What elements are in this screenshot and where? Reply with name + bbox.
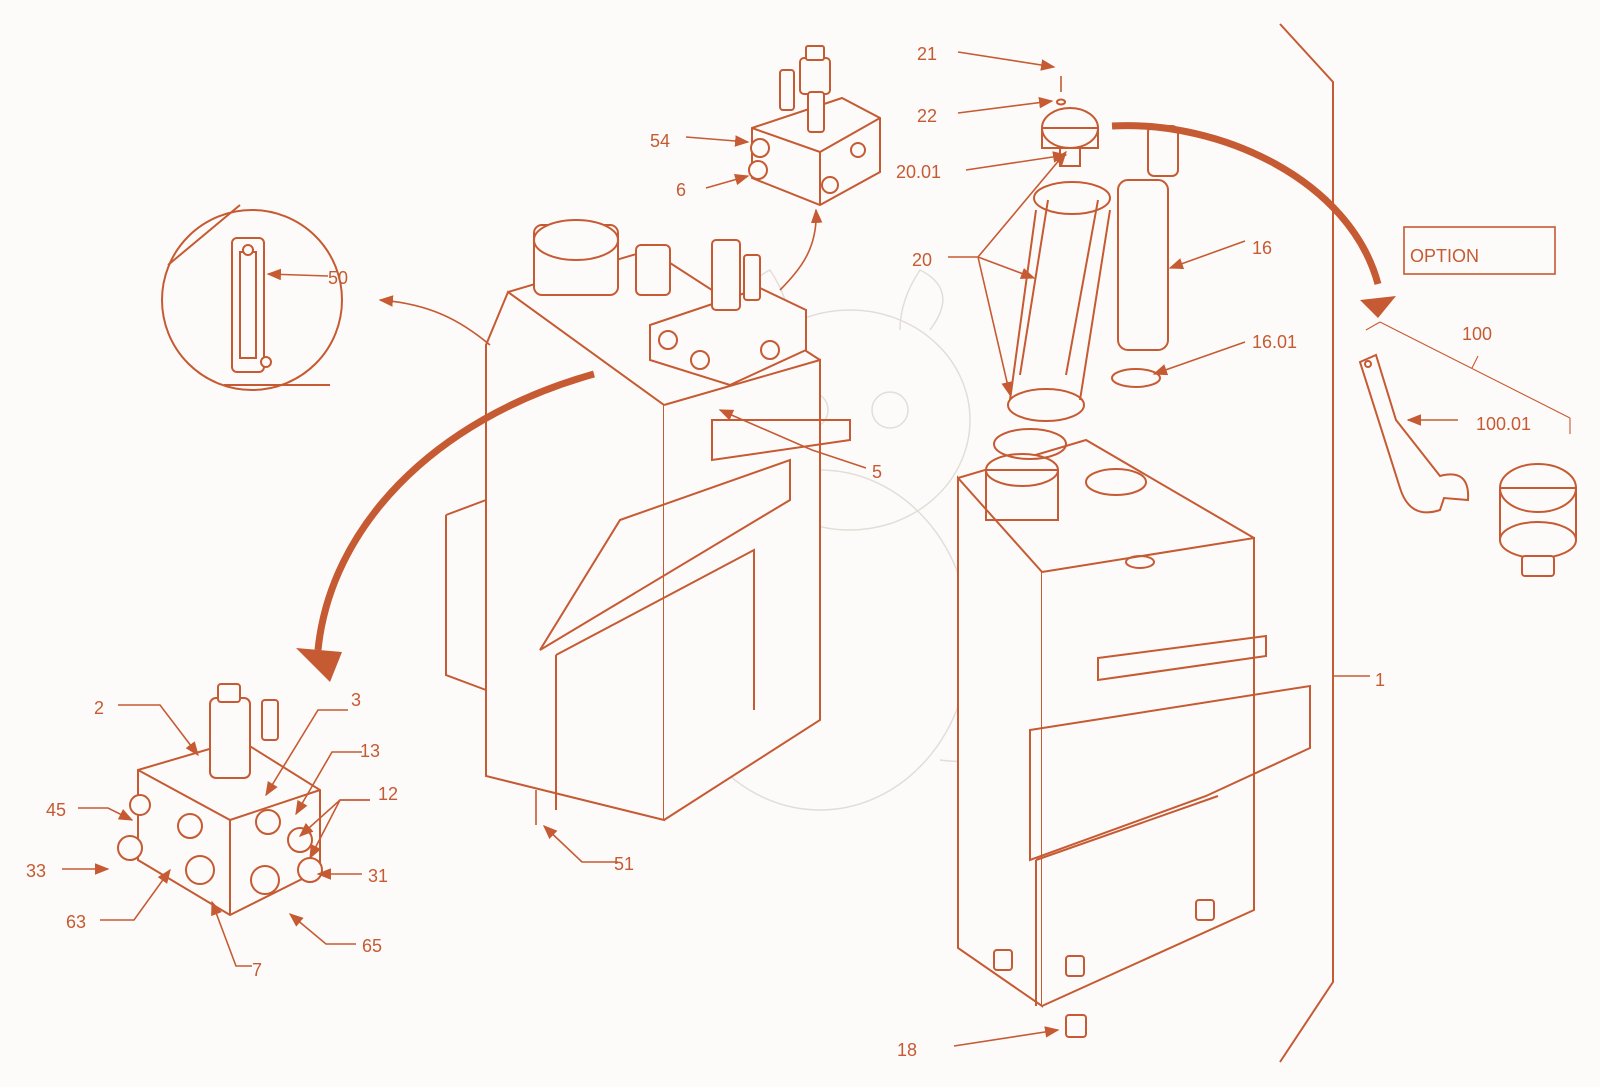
label-18: 18: [897, 1040, 917, 1060]
label-45: 45: [46, 800, 66, 820]
label-7: 7: [252, 960, 262, 980]
option-bracket: [1365, 321, 1571, 434]
part-labels: 21 22 20.01 20 16 16.01 100 100.01 1 18 …: [26, 44, 1531, 1060]
label-6: 6: [676, 180, 686, 200]
label-3: 3: [351, 690, 361, 710]
label-16-01: 16.01: [1252, 332, 1297, 352]
label-50: 50: [328, 268, 348, 288]
label-20-01: 20.01: [896, 162, 941, 182]
left-tank-assembly: [445, 219, 851, 825]
label-5: 5: [872, 462, 882, 482]
label-13: 13: [360, 741, 380, 761]
tank-bolts: [993, 899, 1215, 1038]
label-63: 63: [66, 912, 86, 932]
lower-left-valve-block: [117, 683, 323, 917]
top-valve-block: [748, 45, 881, 207]
label-51: 51: [614, 854, 634, 874]
label-100: 100: [1462, 324, 1492, 344]
label-100-01: 100.01: [1476, 414, 1531, 434]
label-12: 12: [378, 784, 398, 804]
label-65: 65: [362, 936, 382, 956]
curved-arrows: [296, 122, 1396, 682]
label-20: 20: [912, 250, 932, 270]
label-31: 31: [368, 866, 388, 886]
label-2: 2: [94, 698, 104, 718]
label-21: 21: [917, 44, 937, 64]
option-wrench-tool: [1358, 353, 1577, 577]
label-54: 54: [650, 131, 670, 151]
leader-lines: [62, 51, 1458, 1047]
sight-glass-detail-circle: [161, 204, 343, 391]
assembly-bracket: [1279, 23, 1334, 1063]
label-22: 22: [917, 106, 937, 126]
right-tank-assembly: [957, 438, 1311, 1038]
label-16: 16: [1252, 238, 1272, 258]
option-label: OPTION: [1410, 246, 1479, 266]
option-box: OPTION: [1403, 226, 1556, 275]
label-1: 1: [1375, 670, 1385, 690]
sight-tube-and-filter: [993, 76, 1179, 460]
label-33: 33: [26, 861, 46, 881]
